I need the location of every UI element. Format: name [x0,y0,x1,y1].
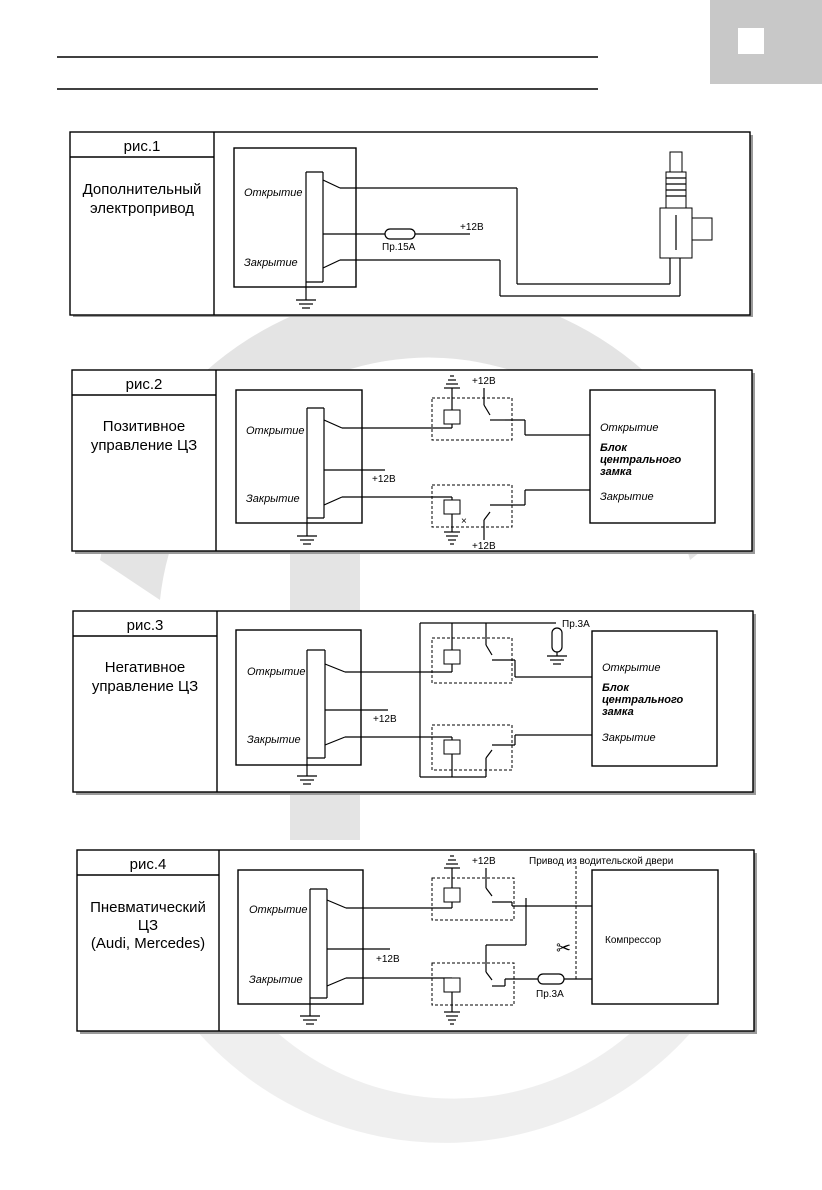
figure-2-title-line-1: Позитивное [103,418,185,435]
label-close: Закрытие [246,493,300,505]
plus-12v-bottom: +12В [472,541,496,552]
plus-12v: +12В [372,474,396,485]
ground-icon [300,1012,320,1025]
figure-4-title-line-2: ЦЗ [138,917,158,934]
ground-icon [297,532,317,545]
figure-1-title-line-2: электропривод [90,200,194,217]
plus-12v: +12В [460,222,484,233]
fuse-3a-label: Пр.3А [536,989,564,1000]
ground-icon [444,531,460,545]
figure-2-title-line-2: управление ЦЗ [91,437,197,454]
fuse-15a-label: Пр.15А [382,242,416,253]
page-header [57,0,822,90]
label-close: Закрытие [249,974,303,986]
label-open: Открытие [244,187,303,199]
central-lock-unit [589,389,716,524]
figure-4-id: рис.4 [130,856,167,873]
figure-1-id: рис.1 [124,138,161,155]
label-open: Открытие [247,666,306,678]
figure-1-title-line-1: Дополнительный [83,181,202,198]
plus-12v-top: +12В [472,376,496,387]
central-lock-unit [591,630,718,767]
figure-3-id: рис.3 [127,617,164,634]
ground-icon [297,772,317,785]
figure-1: рис.1 Дополнительный электропривод Откры… [69,131,753,317]
ground-icon [444,375,460,389]
plus-12v: +12В [376,954,400,965]
figure-3: рис.3 Негативное управление ЦЗ Открытие … [72,610,756,795]
unit-name-line-2: центрального [602,694,684,706]
unit-name-line-3: замка [602,706,634,718]
figure-2-id: рис.2 [126,376,163,393]
scissors-icon: ✂ [556,938,571,958]
unit-close-label: Закрытие [600,491,654,503]
unit-open-label: Открытие [600,422,659,434]
alarm-unit [235,389,363,524]
figure-3-title-line-1: Негативное [105,659,186,676]
cut-mark: × [461,516,467,527]
unit-name-line-1: Блок [602,682,630,694]
fuse-3a-label: Пр.3А [562,619,590,630]
plus-12v-top: +12В [472,856,496,867]
unit-name-line-1: Блок [600,442,628,454]
relay-open [431,397,513,441]
fuse-3a [551,627,563,653]
unit-name-line-3: замка [600,466,632,478]
ground-icon [547,655,567,665]
section-tab [710,0,822,84]
actuator-icon [659,151,713,259]
label-close: Закрытие [247,734,301,746]
fuse-3a [537,973,565,985]
label-open: Открытие [249,904,308,916]
figure-4: рис.4 Пневматический ЦЗ (Audi, Mercedes)… [76,849,757,1034]
relay-close [431,962,515,1006]
ground-icon [296,295,316,309]
label-open: Открытие [246,425,305,437]
unit-close-label: Закрытие [602,732,656,744]
compressor-unit [591,869,719,1005]
relay-close [431,724,513,771]
alarm-unit [235,629,362,766]
figure-2: рис.2 Позитивное управление ЦЗ Открытие … [71,369,755,554]
section-tab-mark [738,28,764,54]
unit-name-line-2: центрального [600,454,682,466]
label-close: Закрытие [244,257,298,269]
figure-3-title-line-2: управление ЦЗ [92,678,198,695]
relay-close [431,484,513,528]
ground-icon [444,855,460,869]
figure-4-title-line-1: Пневматический [90,899,206,916]
driver-door-label: Привод из водительской двери [529,856,673,867]
fuse-15a [384,228,416,240]
relay-open [431,877,515,921]
alarm-unit [233,147,357,288]
alarm-unit [237,869,364,1005]
unit-open-label: Открытие [602,662,661,674]
plus-12v: +12В [373,714,397,725]
compressor-label: Компрессор [605,935,661,946]
ground-icon [444,1011,460,1025]
figure-4-title-line-3: (Audi, Mercedes) [91,935,205,952]
